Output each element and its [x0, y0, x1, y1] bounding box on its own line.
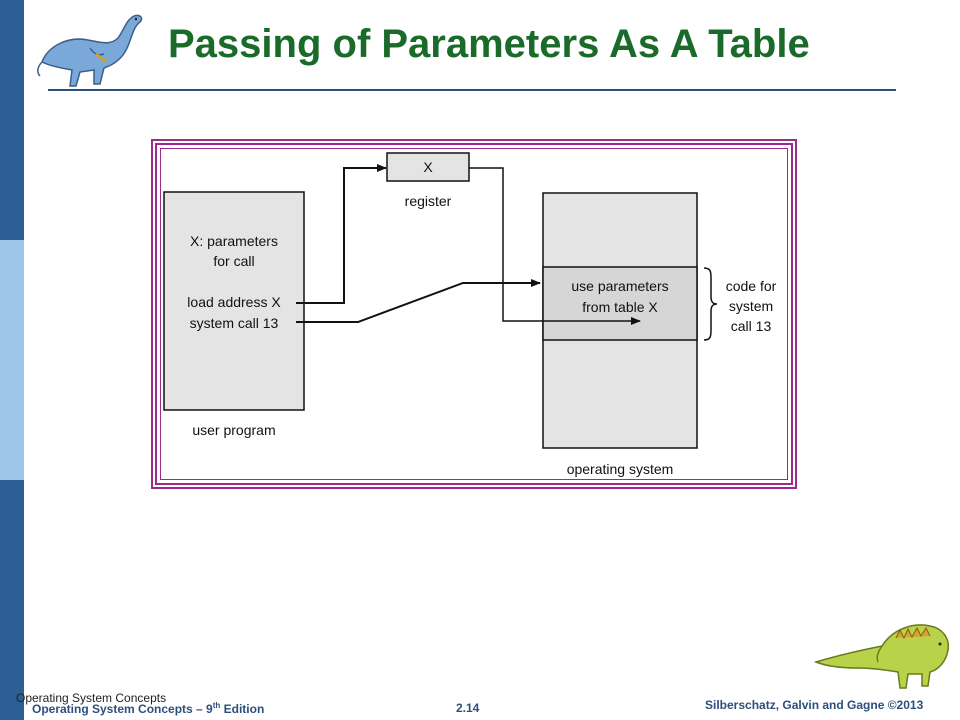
code-label-line1: code for: [726, 278, 777, 294]
register-label: register: [405, 193, 452, 209]
code-bracket: [703, 267, 718, 341]
footer-edition-suffix: Edition: [220, 702, 265, 716]
footer-edition-prefix: Operating System Concepts – 9: [32, 702, 213, 716]
dinosaur-logo-icon: [813, 624, 950, 689]
footer-authors: Silberschatz, Galvin and Gagne ©2013: [705, 698, 924, 712]
user-program-params-line1: X: parameters: [190, 233, 278, 249]
dinosaur-logo-icon: [37, 14, 143, 87]
register-box: [386, 152, 470, 182]
user-program-box: [163, 191, 305, 411]
diagram-frame-inner: [160, 148, 788, 480]
parameter-table-region: [542, 266, 698, 341]
page-title: Passing of Parameters As A Table: [168, 22, 810, 66]
arrow-syscall-to-os: [296, 279, 541, 323]
code-label-line2: system: [729, 298, 773, 314]
footer-course-title: Operating System Concepts: [16, 691, 167, 705]
operating-system-label: operating system: [567, 461, 674, 477]
register-value: X: [423, 159, 433, 175]
arrow-register-to-table: [469, 167, 641, 325]
arrow-load-to-register: [296, 164, 387, 304]
code-label-line3: call 13: [731, 318, 772, 334]
os-table-line1: use parameters: [571, 278, 668, 294]
page-number: 2.14: [456, 701, 480, 715]
sidebar-segment-bottom: [0, 480, 24, 720]
footer-edition-sup: th: [212, 701, 221, 710]
title-divider: [48, 89, 896, 91]
user-program-system-call: system call 13: [190, 315, 279, 331]
footer-edition: Operating System Concepts – 9th Edition: [32, 701, 264, 716]
sidebar-stripe: [0, 0, 24, 720]
sidebar-segment-top: [0, 0, 24, 240]
user-program-params-line2: for call: [213, 253, 254, 269]
os-table-line2: from table X: [582, 299, 658, 315]
parameter-table-diagram: X register X: parameters for call load a…: [163, 152, 777, 477]
sidebar-segment-middle: [0, 240, 24, 480]
user-program-load-address: load address X: [187, 294, 281, 310]
user-program-label: user program: [192, 422, 275, 438]
